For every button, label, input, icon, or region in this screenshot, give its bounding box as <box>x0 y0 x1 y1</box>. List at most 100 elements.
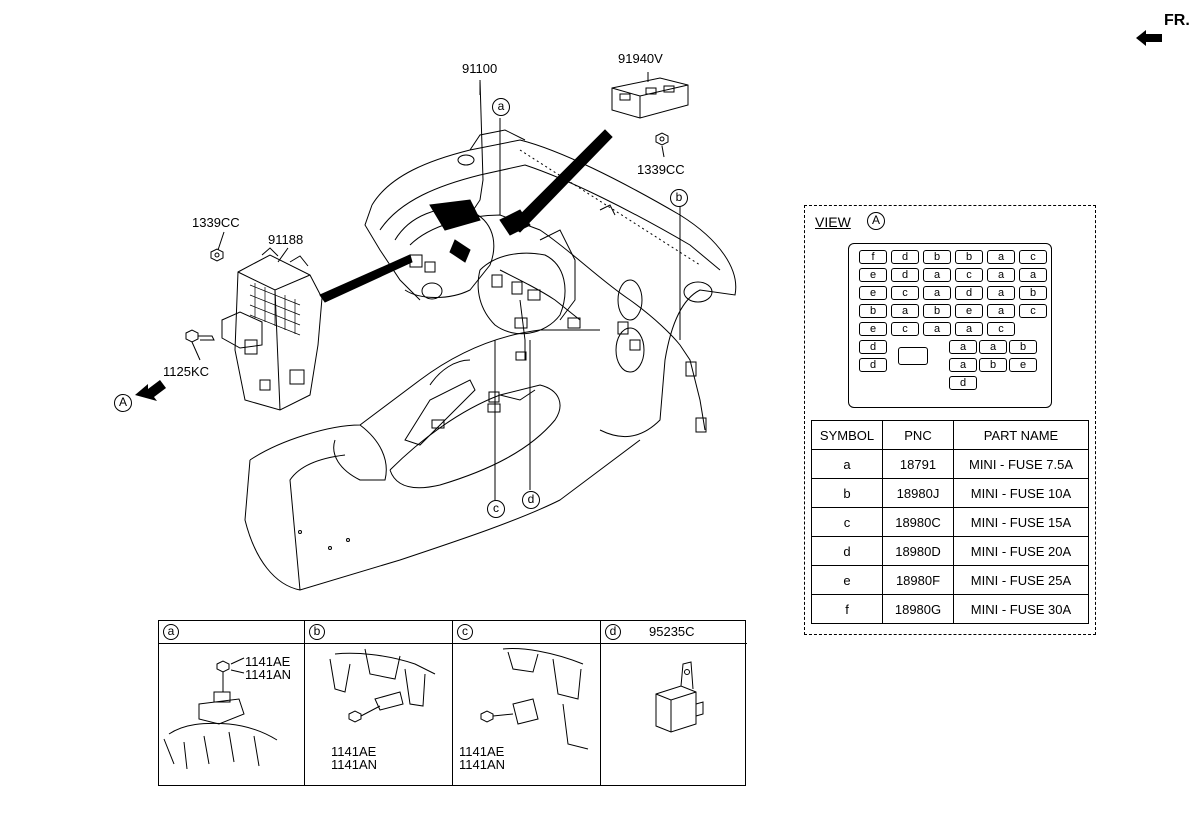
detail-marker-c: c <box>457 624 473 640</box>
bolt-1125kc <box>185 329 199 343</box>
fuse-slot: b <box>859 304 887 318</box>
fuse-slot: a <box>979 340 1007 354</box>
label-91100: 91100 <box>462 61 498 76</box>
fuse-slot: a <box>1019 268 1047 282</box>
detail-c-label-1: 1141AE <box>459 744 505 759</box>
label-1339cc-left: 1339CC <box>192 215 240 230</box>
fuse-slot: a <box>923 322 951 336</box>
fuse-slot: c <box>1019 304 1047 318</box>
fuse-slot: d <box>859 358 887 372</box>
detail-a-label-1: 1141AE <box>245 654 291 669</box>
label-1125kc: 1125KC <box>163 364 210 379</box>
fuse-panel <box>611 77 689 119</box>
center-console <box>249 329 600 461</box>
fuse-slot: b <box>979 358 1007 372</box>
fuse-slot: b <box>1019 286 1047 300</box>
cell-pnc: 18791 <box>882 449 954 479</box>
pointer-a: a <box>492 98 510 116</box>
cell-symbol: d <box>811 536 883 566</box>
view-title-marker: A <box>867 212 885 230</box>
fuse-slot: c <box>1019 250 1047 264</box>
cell-pnc: 18980C <box>882 507 954 537</box>
fuse-slot: e <box>859 268 887 282</box>
view-a-arrow-icon <box>135 380 166 401</box>
header-pnc: PNC <box>882 420 954 450</box>
detail-panel-a: a 1141AE 1141AN <box>159 621 305 785</box>
fuse-slot: b <box>923 304 951 318</box>
fuse-slot: d <box>891 250 919 264</box>
label-91188: 91188 <box>268 232 304 247</box>
fuse-slot: a <box>949 340 977 354</box>
fuse-slot: c <box>987 322 1015 336</box>
fuse-slot: f <box>859 250 887 264</box>
cell-symbol: e <box>811 565 883 595</box>
bracket-bolt-drawing-a <box>163 657 278 770</box>
fuse-slot: a <box>955 322 983 336</box>
cell-part-name: MINI - FUSE 10A <box>953 478 1089 508</box>
view-a-marker: A <box>114 394 132 412</box>
cell-part-name: MINI - FUSE 30A <box>953 594 1089 624</box>
fuse-slot: b <box>1009 340 1037 354</box>
fuse-slot: d <box>859 340 887 354</box>
header-part-name: PART NAME <box>953 420 1089 450</box>
fuse-slot: d <box>955 286 983 300</box>
pointer-c: c <box>487 500 505 518</box>
fuse-slot: a <box>891 304 919 318</box>
cell-symbol: c <box>811 507 883 537</box>
fuse-slot: e <box>1009 358 1037 372</box>
fuse-slot: e <box>859 286 887 300</box>
cell-symbol: a <box>811 449 883 479</box>
fuse-slot: b <box>955 250 983 264</box>
dashboard-outline <box>371 139 737 438</box>
label-91940v: 91940V <box>618 51 663 66</box>
fuse-slot: d <box>891 268 919 282</box>
pointer-b: b <box>670 189 688 207</box>
cell-part-name: MINI - FUSE 7.5A <box>953 449 1089 479</box>
fuse-slot: c <box>891 322 919 336</box>
cell-symbol: f <box>811 594 883 624</box>
bracket-bolt-drawing-b <box>329 648 436 723</box>
fuse-slot: a <box>987 286 1015 300</box>
cell-pnc: 18980F <box>882 565 954 595</box>
fuse-slot: e <box>955 304 983 318</box>
junction-box <box>234 254 323 411</box>
cell-pnc: 18980D <box>882 536 954 566</box>
cell-part-name: MINI - FUSE 20A <box>953 536 1089 566</box>
detail-panel-b: b 1141AE 1141AN <box>305 621 453 785</box>
detail-d-title: 95235C <box>649 624 695 639</box>
relay-drawing <box>655 661 704 733</box>
detail-marker-d: d <box>605 624 621 640</box>
front-arrow-icon <box>1136 30 1162 46</box>
cell-symbol: b <box>811 478 883 508</box>
harness-band-left <box>319 254 413 303</box>
nut-right <box>655 132 669 146</box>
fuse-slot: b <box>923 250 951 264</box>
fuse-slot: a <box>949 358 977 372</box>
detail-panels: a 1141AE 1141AN b 1141AE 1141AN <box>158 620 747 786</box>
cell-part-name: MINI - FUSE 15A <box>953 507 1089 537</box>
harness-block <box>429 199 481 231</box>
fuse-slot: a <box>987 268 1015 282</box>
detail-c-label-2: 1141AN <box>459 757 506 772</box>
header-symbol: SYMBOL <box>811 420 883 450</box>
fuse-slot: c <box>955 268 983 282</box>
relay-slot <box>898 347 928 365</box>
bracket-bolt-drawing-c <box>480 648 589 750</box>
fuse-slot: a <box>987 250 1015 264</box>
fuse-slot: a <box>987 304 1015 318</box>
detail-panel-d: d 95235C <box>601 621 747 785</box>
cell-pnc: 18980J <box>882 478 954 508</box>
wiring-harness <box>409 214 706 431</box>
fuse-slot: a <box>923 268 951 282</box>
detail-a-label-2: 1141AN <box>245 667 292 682</box>
detail-b-label-2: 1141AN <box>331 757 378 772</box>
